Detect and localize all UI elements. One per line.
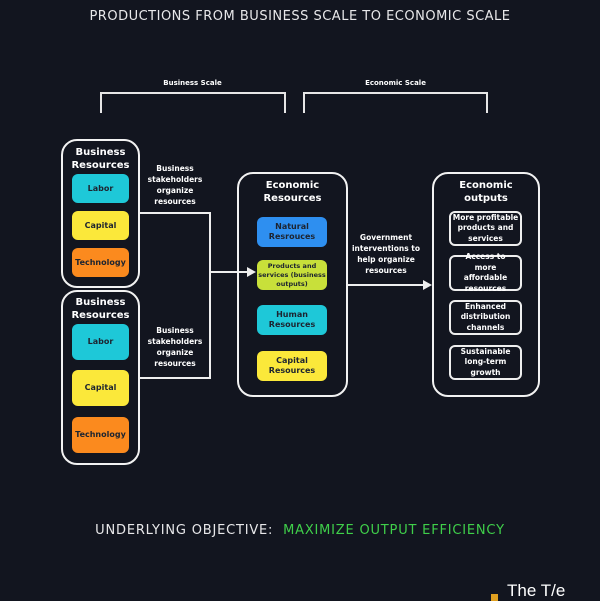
capital-pill: Capital <box>72 211 129 240</box>
page-title: PRODUCTIONS FROM BUSINESS SCALE TO ECONO… <box>89 9 511 24</box>
arrow-right-icon <box>423 280 432 290</box>
capital-pill: Capital <box>72 370 129 406</box>
government-note: Government interventions to help organiz… <box>351 233 421 275</box>
output-item: Enhanced distribution channels <box>449 300 522 335</box>
logo-mark-icon <box>491 594 498 601</box>
box-title: Business Resources <box>71 297 130 321</box>
objective-value: MAXIMIZE OUTPUT EFFICIENCY <box>283 523 505 538</box>
arrow-right-icon <box>247 267 256 277</box>
business-resources-box-1: Business Resources <box>61 139 140 288</box>
connector-line <box>140 377 211 379</box>
business-note-1: Business stakeholders organize resources <box>147 164 203 206</box>
output-item: Sustainable long-term growth <box>449 345 522 380</box>
business-scale-label: Business Scale <box>163 79 222 87</box>
labor-pill: Labor <box>72 174 129 203</box>
connector-line <box>209 271 249 273</box>
logo: The T/e <box>507 581 566 600</box>
economic-resources-box: Economic Resources <box>237 172 348 397</box>
economic-scale-label: Economic Scale <box>365 79 426 87</box>
capital-resources-pill: Capital Resources <box>257 351 327 381</box>
output-item: More profitable products and services <box>449 211 522 246</box>
business-scale-bracket <box>100 92 286 113</box>
output-item: Access to more affordable resources <box>449 252 522 293</box>
business-note-2: Business stakeholders organize resources <box>147 326 203 368</box>
labor-pill: Labor <box>72 324 129 360</box>
box-title: Economic Resources <box>263 180 322 204</box>
natural-resources-pill: Natural Resrouces <box>257 217 327 247</box>
box-title: Business Resources <box>71 147 130 171</box>
objective: UNDERLYING OBJECTIVE: MAXIMIZE OUTPUT EF… <box>0 523 600 538</box>
objective-label: UNDERLYING OBJECTIVE: <box>95 523 274 538</box>
technology-pill: Technology <box>72 248 129 277</box>
connector-line <box>140 212 211 214</box>
technology-pill: Technology <box>72 417 129 453</box>
products-services-pill: Products and services (business outputs) <box>257 260 327 290</box>
connector-line <box>209 212 211 379</box>
box-title: Economic outputs <box>459 180 513 204</box>
economic-scale-bracket <box>303 92 488 113</box>
connector-line <box>348 284 425 286</box>
economic-outputs-box: Economic outputs <box>432 172 540 397</box>
human-resources-pill: Human Resources <box>257 305 327 335</box>
business-resources-box-2: Business Resources <box>61 290 140 465</box>
